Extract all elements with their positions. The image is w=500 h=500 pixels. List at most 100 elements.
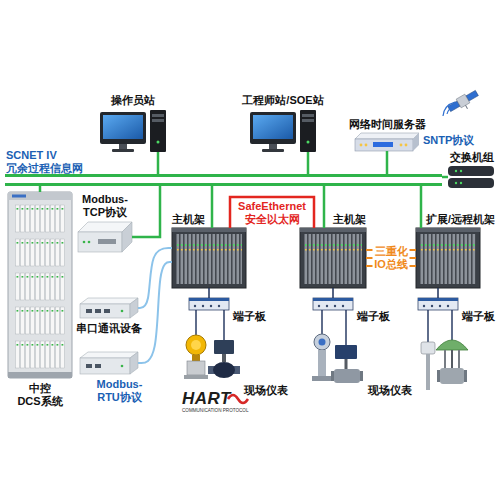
field-wire bbox=[451, 310, 452, 340]
edge-label: SafeEthernet 安全以太网 bbox=[237, 200, 308, 226]
terminal-board-icon bbox=[423, 305, 425, 307]
terminal-board-icon bbox=[313, 298, 353, 310]
modbus-tcp-device-icon bbox=[78, 232, 122, 252]
node-label: 工程师站/SOE站 bbox=[242, 94, 323, 107]
field-instrument bbox=[192, 355, 200, 361]
terminal-board-icon bbox=[418, 298, 458, 301]
serial-device-icon bbox=[104, 309, 110, 313]
modbus-tcp-device: Modbus- TCP协议 bbox=[78, 222, 132, 252]
serial-device-icon bbox=[80, 298, 138, 304]
field-wire bbox=[223, 310, 224, 340]
rack-icon bbox=[420, 234, 476, 284]
modbus-tcp-device-icon bbox=[83, 241, 86, 244]
node-label: 端子板 bbox=[233, 310, 266, 323]
switch-icon bbox=[460, 170, 462, 172]
dcs-cabinet: 中控 DCS系统 bbox=[8, 192, 72, 378]
dcs-cabinet-icon bbox=[15, 272, 65, 302]
computer-icon bbox=[100, 110, 166, 152]
edge-label: 三重化 IO总线 bbox=[373, 245, 410, 271]
terminal-board-icon bbox=[194, 305, 196, 307]
time-server-device bbox=[405, 144, 408, 147]
field-wire bbox=[195, 310, 196, 335]
switch-icon bbox=[448, 166, 494, 188]
field-instrument bbox=[191, 340, 201, 350]
rtu-device-icon bbox=[95, 364, 101, 368]
modbus-tcp-device-icon bbox=[98, 239, 116, 244]
switch-icon bbox=[448, 178, 494, 188]
rack-icon bbox=[416, 228, 480, 232]
hart-logo-swoosh bbox=[228, 395, 248, 403]
field-instrument bbox=[421, 342, 435, 354]
serial-device-icon bbox=[80, 298, 138, 318]
operator-station: 操作员站 bbox=[100, 110, 166, 152]
terminal-board-icon bbox=[342, 305, 344, 307]
safe-ethernet-link bbox=[230, 197, 314, 228]
time-server-device bbox=[355, 139, 413, 151]
field-instrument bbox=[335, 345, 357, 359]
engineer-station: 工程师站/SOE站 bbox=[250, 110, 316, 152]
hart-logo-swoosh bbox=[228, 395, 248, 403]
node-label: 交换机组 bbox=[450, 151, 494, 164]
modbus-tcp-device-icon bbox=[78, 222, 132, 252]
field-instrument bbox=[451, 350, 453, 368]
field-instrument bbox=[312, 376, 332, 381]
node-label: 串口通讯设备 bbox=[76, 322, 142, 335]
dcs-cabinet-icon bbox=[8, 192, 72, 200]
terminal-board-icon bbox=[431, 305, 433, 307]
switch-icon bbox=[460, 182, 462, 184]
field-instrument bbox=[437, 370, 440, 382]
terminal-board-icon bbox=[439, 305, 441, 307]
node-label: 操作员站 bbox=[111, 94, 155, 107]
switch-icon bbox=[455, 182, 457, 184]
time-server-device bbox=[413, 133, 419, 151]
field-instrument bbox=[222, 354, 226, 362]
time-server-device bbox=[360, 144, 363, 147]
field-instrument bbox=[331, 371, 334, 381]
network-link bbox=[157, 152, 160, 174]
serial-device-icon bbox=[121, 310, 124, 313]
dcs-cabinet-icon bbox=[15, 204, 65, 234]
time-server-device bbox=[355, 133, 419, 151]
field-instrument bbox=[314, 334, 330, 350]
switch-group: 交换机组 bbox=[448, 166, 494, 188]
serial-device: 串口通讯设备 bbox=[80, 298, 138, 318]
modbus-tcp-device-icon bbox=[88, 241, 91, 244]
network-link bbox=[386, 151, 389, 174]
rack-icon bbox=[172, 228, 246, 288]
terminal-board-icon bbox=[202, 305, 204, 307]
computer-icon bbox=[250, 110, 316, 152]
switch-icon bbox=[455, 170, 457, 172]
terminal-board-icon bbox=[318, 305, 320, 307]
serial-cable bbox=[138, 262, 172, 363]
terminal-board-icon bbox=[418, 298, 458, 310]
rack-icon bbox=[172, 228, 246, 232]
rtu-device-icon bbox=[80, 358, 130, 374]
dcs-cabinet-icon bbox=[15, 340, 65, 370]
node-label: 端子板 bbox=[462, 310, 495, 323]
field-instrument bbox=[440, 368, 464, 384]
terminal-board-icon bbox=[189, 298, 229, 301]
field-wire bbox=[196, 310, 452, 345]
satellite-icon bbox=[466, 105, 468, 108]
field-instrument bbox=[213, 362, 235, 378]
rack-icon bbox=[304, 234, 362, 284]
node-label: 网络时间服务器 bbox=[349, 118, 426, 131]
annotation-label: COMMUNICATION PROTOCOL bbox=[182, 409, 248, 414]
dcs-cabinet-icon bbox=[12, 195, 26, 198]
field-instrument bbox=[214, 340, 234, 354]
expansion-rack: 扩展/远程机架 bbox=[416, 228, 480, 288]
annotation-label: 现场仪表 bbox=[368, 384, 412, 397]
satellite-icon bbox=[456, 94, 470, 108]
network-link bbox=[442, 176, 448, 179]
terminal-board-icon bbox=[189, 298, 458, 310]
field-instrument bbox=[426, 354, 430, 390]
annotation-label: SNTP协议 bbox=[423, 134, 474, 147]
serial-device-icon bbox=[130, 298, 138, 318]
node-label: 主机架 bbox=[172, 213, 205, 226]
terminal-board-icon bbox=[218, 305, 220, 307]
field-instrument bbox=[458, 350, 460, 368]
satellite-icon bbox=[443, 89, 481, 117]
dcs-cabinet-icon bbox=[8, 192, 72, 378]
satellite-icon bbox=[443, 102, 455, 116]
network-link bbox=[323, 186, 326, 228]
